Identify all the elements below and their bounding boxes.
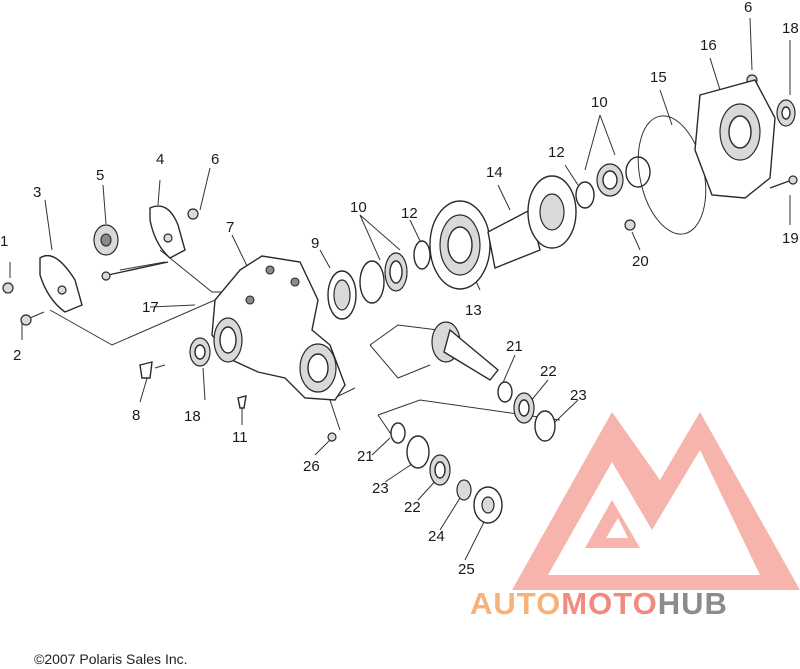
part-25-seal bbox=[473, 486, 503, 524]
part-18-seal bbox=[189, 99, 796, 367]
callout-2: 2 bbox=[13, 347, 21, 364]
callout-5: 5 bbox=[96, 167, 104, 184]
part-11-screw bbox=[237, 395, 247, 409]
callout-1: 1 bbox=[0, 233, 8, 250]
part-9-bearing bbox=[327, 270, 357, 320]
callout-12a: 12 bbox=[401, 205, 418, 222]
copyright-text: ©2007 Polaris Sales Inc. bbox=[34, 651, 188, 667]
callout-12b: 12 bbox=[548, 144, 565, 161]
part-10-bearing-races bbox=[359, 156, 651, 304]
part-6-nut bbox=[187, 74, 758, 220]
callout-17: 17 bbox=[142, 299, 159, 316]
part-22-bearing bbox=[429, 392, 535, 486]
part-5-bushing bbox=[93, 224, 119, 256]
callout-15: 15 bbox=[650, 69, 667, 86]
callout-18a: 18 bbox=[184, 408, 201, 425]
callout-22a: 22 bbox=[540, 363, 557, 380]
callout-7: 7 bbox=[226, 219, 234, 236]
callout-10b: 10 bbox=[591, 94, 608, 111]
callout-22b: 22 bbox=[404, 499, 421, 516]
callout-18b: 18 bbox=[782, 20, 799, 37]
callout-16: 16 bbox=[700, 37, 717, 54]
callout-23a: 23 bbox=[570, 387, 587, 404]
watermark-brand: AUTOMOTOHUB bbox=[470, 586, 728, 622]
callout-26: 26 bbox=[303, 458, 320, 475]
part-26-plug bbox=[327, 432, 337, 442]
callout-25: 25 bbox=[458, 561, 475, 578]
callout-4: 4 bbox=[156, 151, 164, 168]
watermark-logo bbox=[512, 412, 800, 590]
part-pinion-gear bbox=[431, 321, 499, 381]
callout-14: 14 bbox=[486, 164, 503, 181]
brand-word-2: MOTO bbox=[561, 586, 658, 621]
part-8-clip bbox=[139, 361, 153, 379]
part-24-nut bbox=[456, 479, 472, 501]
part-16-cover bbox=[694, 79, 776, 199]
brand-word-1: AUTO bbox=[470, 586, 562, 621]
callout-9: 9 bbox=[311, 235, 319, 252]
callout-10a: 10 bbox=[350, 199, 367, 216]
part-20-bolt bbox=[624, 219, 636, 231]
part-14-hub bbox=[487, 175, 577, 269]
part-17-bolt bbox=[101, 261, 169, 281]
callout-24: 24 bbox=[428, 528, 445, 545]
callout-20: 20 bbox=[632, 253, 649, 270]
part-21-ring bbox=[390, 381, 513, 444]
part-4-bracket bbox=[149, 205, 186, 259]
callout-3: 3 bbox=[33, 184, 41, 201]
part-7-housing bbox=[211, 255, 346, 401]
callout-11: 11 bbox=[232, 429, 248, 446]
callout-21b: 21 bbox=[357, 448, 374, 465]
callout-8: 8 bbox=[132, 407, 140, 424]
callout-6b: 6 bbox=[744, 0, 752, 16]
callout-labels: 1 2 3 4 5 6 6 7 8 9 10 10 11 12 12 13 14… bbox=[0, 0, 799, 578]
part-1-bolt bbox=[2, 282, 14, 294]
part-12-shim bbox=[413, 181, 595, 270]
brand-word-3: HUB bbox=[657, 586, 728, 621]
part-3-bracket bbox=[39, 254, 83, 313]
callout-21a: 21 bbox=[506, 338, 523, 355]
part-19-bolt bbox=[769, 175, 798, 189]
part-13-ring-gear bbox=[429, 200, 491, 290]
part-2-bolt bbox=[20, 311, 45, 326]
part-23-race bbox=[406, 410, 556, 469]
callout-19: 19 bbox=[782, 230, 799, 247]
callout-23b: 23 bbox=[372, 480, 389, 497]
callout-13: 13 bbox=[465, 302, 482, 319]
callout-6a: 6 bbox=[211, 151, 219, 168]
